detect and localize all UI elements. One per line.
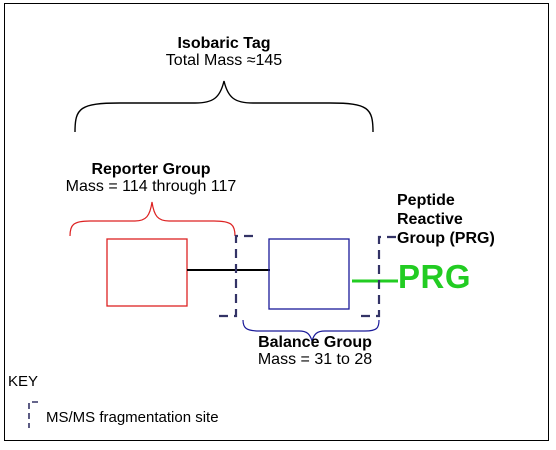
key-fragmentation-icon xyxy=(28,401,38,428)
reporter-group-title: Reporter Group xyxy=(91,161,211,178)
prg-title-line1: Peptide xyxy=(397,192,455,209)
isobaric-tag-brace xyxy=(74,80,374,133)
isobaric-tag-title: Isobaric Tag xyxy=(177,35,271,52)
fragmentation-site-2 xyxy=(360,235,396,318)
balance-group-brace xyxy=(242,319,380,344)
fragmentation-site-1 xyxy=(214,234,253,318)
balance-group-mass: Mass = 31 to 28 xyxy=(257,351,373,368)
reporter-group-mass: Mass = 114 through 117 xyxy=(65,178,237,195)
prg-label: PRG xyxy=(398,258,472,295)
key-title: KEY xyxy=(8,373,39,390)
balance-group-title: Balance Group xyxy=(258,334,372,351)
prg-title-line3: Group (PRG) xyxy=(397,230,495,247)
isobaric-tag-mass: Total Mass ≈145 xyxy=(165,52,283,69)
prg-title-line2: Reactive xyxy=(397,211,463,228)
reporter-group-brace xyxy=(69,201,236,237)
reporter-group-box xyxy=(106,238,188,307)
key-fragmentation-label: MS/MS fragmentation site xyxy=(46,409,219,426)
balance-group-box xyxy=(268,238,350,310)
diagram-frame xyxy=(4,3,549,441)
